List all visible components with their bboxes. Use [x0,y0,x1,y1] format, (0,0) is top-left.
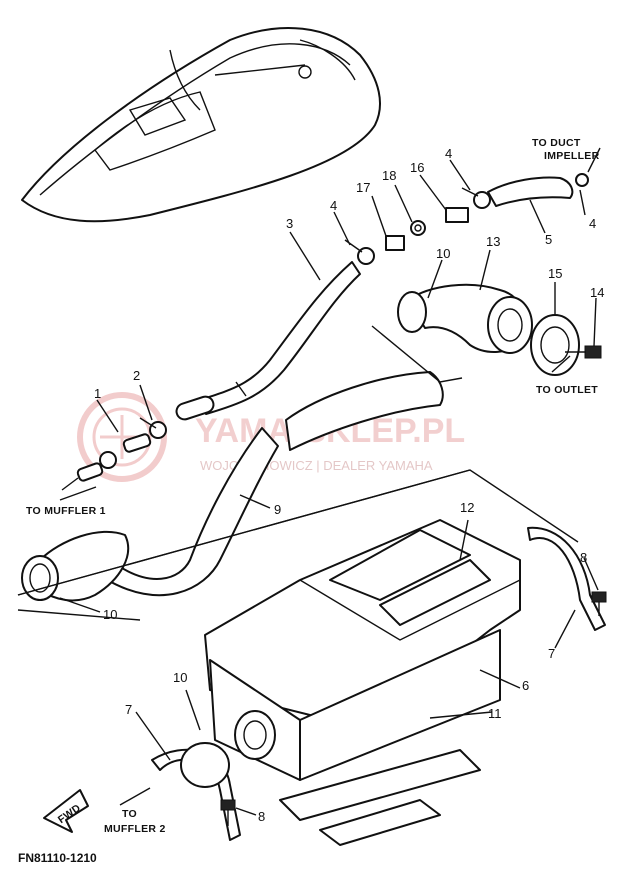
part-number-4b: 4 [445,146,452,161]
callout-muffler-2: MUFFLER 2 [104,823,166,835]
part-number-7a: 7 [548,646,555,661]
part-numbers: 1 2 3 4 4 4 5 6 7 7 8 8 9 10 10 10 11 12… [94,146,604,824]
callout-to-duct: TO DUCT [532,137,581,149]
strap-7-right [527,526,606,631]
part-number-1: 1 [94,386,101,401]
part-number-8a: 8 [580,550,587,565]
part-number-7b: 7 [125,702,132,717]
part-number-15: 15 [548,266,562,281]
muffler-6 [17,469,579,781]
fwd-arrow-icon: FWD [43,789,89,833]
pads-11 [279,749,481,846]
callout-to-muffler-1: TO MUFFLER 1 [26,505,106,517]
part-number-5: 5 [545,232,552,247]
bolt-14 [565,345,602,359]
part-number-6: 6 [522,678,529,693]
part-number-16: 16 [410,160,424,175]
part-number-14: 14 [590,285,604,300]
callout-to-outlet: TO OUTLET [536,384,598,396]
hose-3 [199,261,361,415]
part-number-13: 13 [486,234,500,249]
part-number-11: 11 [488,706,502,721]
watermark-logo-icon [77,392,167,482]
small-hoses-left [61,395,215,491]
part-number-17: 17 [356,180,370,195]
part-number-18: 18 [382,168,396,183]
part-number-4c: 4 [589,216,596,231]
part-number-9: 9 [274,502,281,517]
callout-labels: TO DUCT IMPELLER TO OUTLET TO MUFFLER 1 … [26,137,600,835]
leader-lines [59,159,599,816]
part-number-10b: 10 [103,607,117,622]
part-number-10c: 10 [173,670,187,685]
part-number-10a: 10 [436,246,450,261]
part-number-12: 12 [460,500,474,515]
part-number-4a: 4 [330,198,337,213]
part-number-3: 3 [286,216,293,231]
part-number-8b: 8 [258,809,265,824]
fittings-row [344,173,589,265]
callout-arrows [59,147,601,806]
bolt-8-left [220,799,236,826]
figure-code: FN81110-1210 [18,851,97,865]
watercraft-illustration [21,27,381,223]
gasket-15 [530,314,580,376]
bolt-8-right [591,591,607,616]
hose-5 [487,176,574,207]
part-number-2: 2 [133,368,140,383]
pipe-13 [371,283,533,383]
callout-to: TO [122,808,137,820]
callout-impeller: IMPELLER [544,150,600,162]
